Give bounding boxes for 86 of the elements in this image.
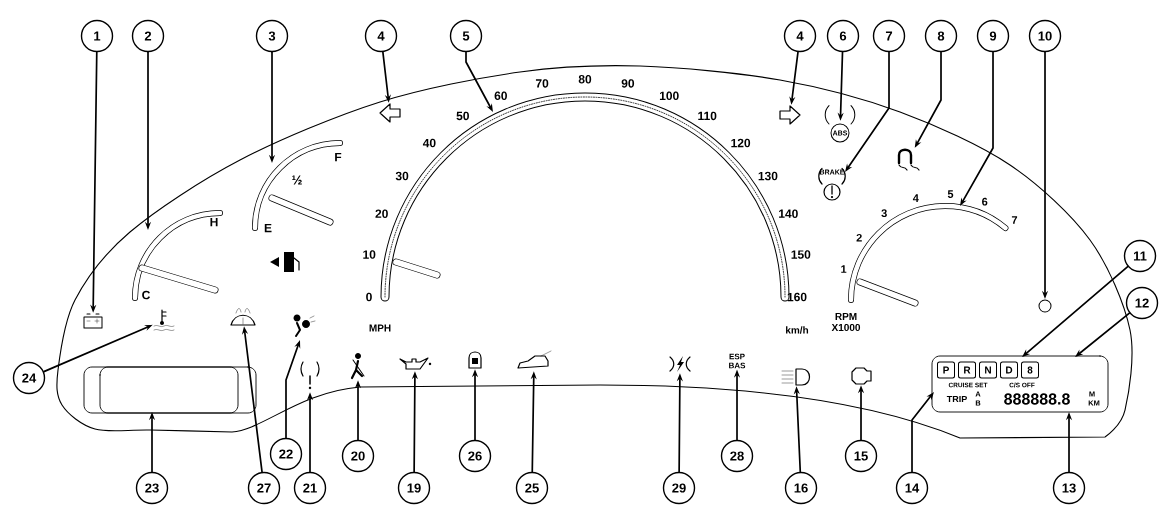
- rpm-number: 2: [856, 233, 862, 242]
- lcd-digits: 888888.8: [1004, 393, 1070, 405]
- callout-number: 1: [80, 19, 114, 53]
- callout-number: 6: [826, 19, 860, 53]
- callout-number: 26: [458, 439, 492, 473]
- callout-number: 7: [872, 19, 906, 53]
- tire-pressure-icon: [300, 361, 320, 390]
- callout-number: 22: [269, 437, 303, 471]
- gauge-mark: F: [335, 152, 342, 162]
- rpm-number: 3: [881, 209, 887, 218]
- fuel-gauge: [252, 140, 343, 231]
- message-display: [83, 366, 257, 414]
- leader-line: [911, 392, 934, 473]
- callout-number: 16: [784, 471, 818, 505]
- speed-number: 20: [375, 209, 388, 218]
- speed-number: 120: [731, 138, 751, 148]
- airbag-icon: [293, 314, 316, 337]
- callout-number: 4: [364, 19, 398, 53]
- indicator-lamp: [1038, 299, 1052, 313]
- leader-line: [1075, 312, 1131, 357]
- callout-number: 27: [247, 471, 281, 505]
- callout-number: 8: [924, 19, 958, 53]
- seatbelt-icon: [350, 353, 365, 380]
- speed-number: 140: [779, 209, 798, 218]
- speed-number: 40: [422, 138, 436, 148]
- speed-number: 50: [456, 111, 469, 121]
- gear-indicator: D: [1000, 361, 1018, 379]
- gauge-mark: ½: [292, 175, 302, 185]
- battery-icon: [83, 313, 103, 329]
- callout-number: 5: [449, 19, 483, 53]
- speed-number: 60: [494, 91, 507, 101]
- rpm-number: 4: [912, 194, 919, 202]
- leader-line: [1022, 265, 1129, 357]
- callout-number: 21: [293, 471, 327, 505]
- coolant-temperature-icon: [153, 309, 175, 331]
- warning-light-icon: [824, 105, 856, 143]
- speed-number: 110: [698, 111, 717, 121]
- callout-number: 15: [844, 439, 878, 473]
- callout-number: 3: [255, 19, 289, 53]
- warning-light-icon: [669, 356, 691, 372]
- brake-warning-icon: [818, 167, 846, 201]
- speed-number: 100: [659, 91, 679, 101]
- unit-label: MPH: [369, 324, 391, 332]
- callout-number: 20: [341, 439, 375, 473]
- callout-number: 2: [131, 19, 165, 53]
- callout-number: 11: [1123, 239, 1157, 273]
- traction-control-icon: [897, 148, 920, 171]
- engine-icon: [851, 367, 872, 385]
- temperature-gauge: [132, 210, 223, 301]
- gauge-mark: H: [210, 217, 218, 227]
- gauge-mark: C: [142, 290, 150, 300]
- lcd-display: [931, 355, 1109, 413]
- speed-number: 160: [787, 292, 807, 302]
- gear-indicator: N: [979, 361, 997, 379]
- callout-number: 10: [1028, 19, 1062, 53]
- unit-label: km/h: [786, 326, 809, 334]
- leader-line: [845, 51, 890, 172]
- callout-number: 4: [783, 19, 817, 53]
- door-icon: [468, 351, 482, 369]
- washer-fluid-icon: [230, 308, 256, 326]
- unit-label: RPM X1000: [831, 313, 861, 331]
- gear-indicator: 8: [1021, 361, 1039, 379]
- turn-signal-icon: [779, 105, 801, 125]
- speed-number: 10: [363, 250, 376, 259]
- headlamp-icon: [781, 368, 811, 386]
- rpm-number: 6: [982, 197, 988, 206]
- lcd-text: TRIP: [946, 395, 967, 403]
- callout-number: 29: [662, 471, 696, 505]
- speed-number: 30: [395, 171, 409, 181]
- callout-number: 14: [895, 471, 929, 505]
- oil-can-icon: [399, 357, 432, 370]
- callout-number: 25: [515, 471, 549, 505]
- rpm-number: 5: [947, 190, 954, 198]
- callout-number: 13: [1052, 471, 1086, 505]
- callout-number: 28: [720, 439, 754, 473]
- callout-number: 9: [976, 19, 1010, 53]
- gauge-mark: E: [264, 223, 272, 233]
- lamp-text: ESP BAS: [729, 353, 746, 369]
- liftgate-icon: [517, 350, 552, 369]
- gear-indicator: P: [937, 361, 955, 379]
- callout-number: 12: [1125, 286, 1159, 320]
- callout-number: 24: [12, 361, 46, 395]
- gear-indicator: R: [958, 361, 976, 379]
- speed-number: 130: [758, 171, 778, 181]
- callout-number: 19: [397, 471, 431, 505]
- callout-number: 23: [135, 471, 169, 505]
